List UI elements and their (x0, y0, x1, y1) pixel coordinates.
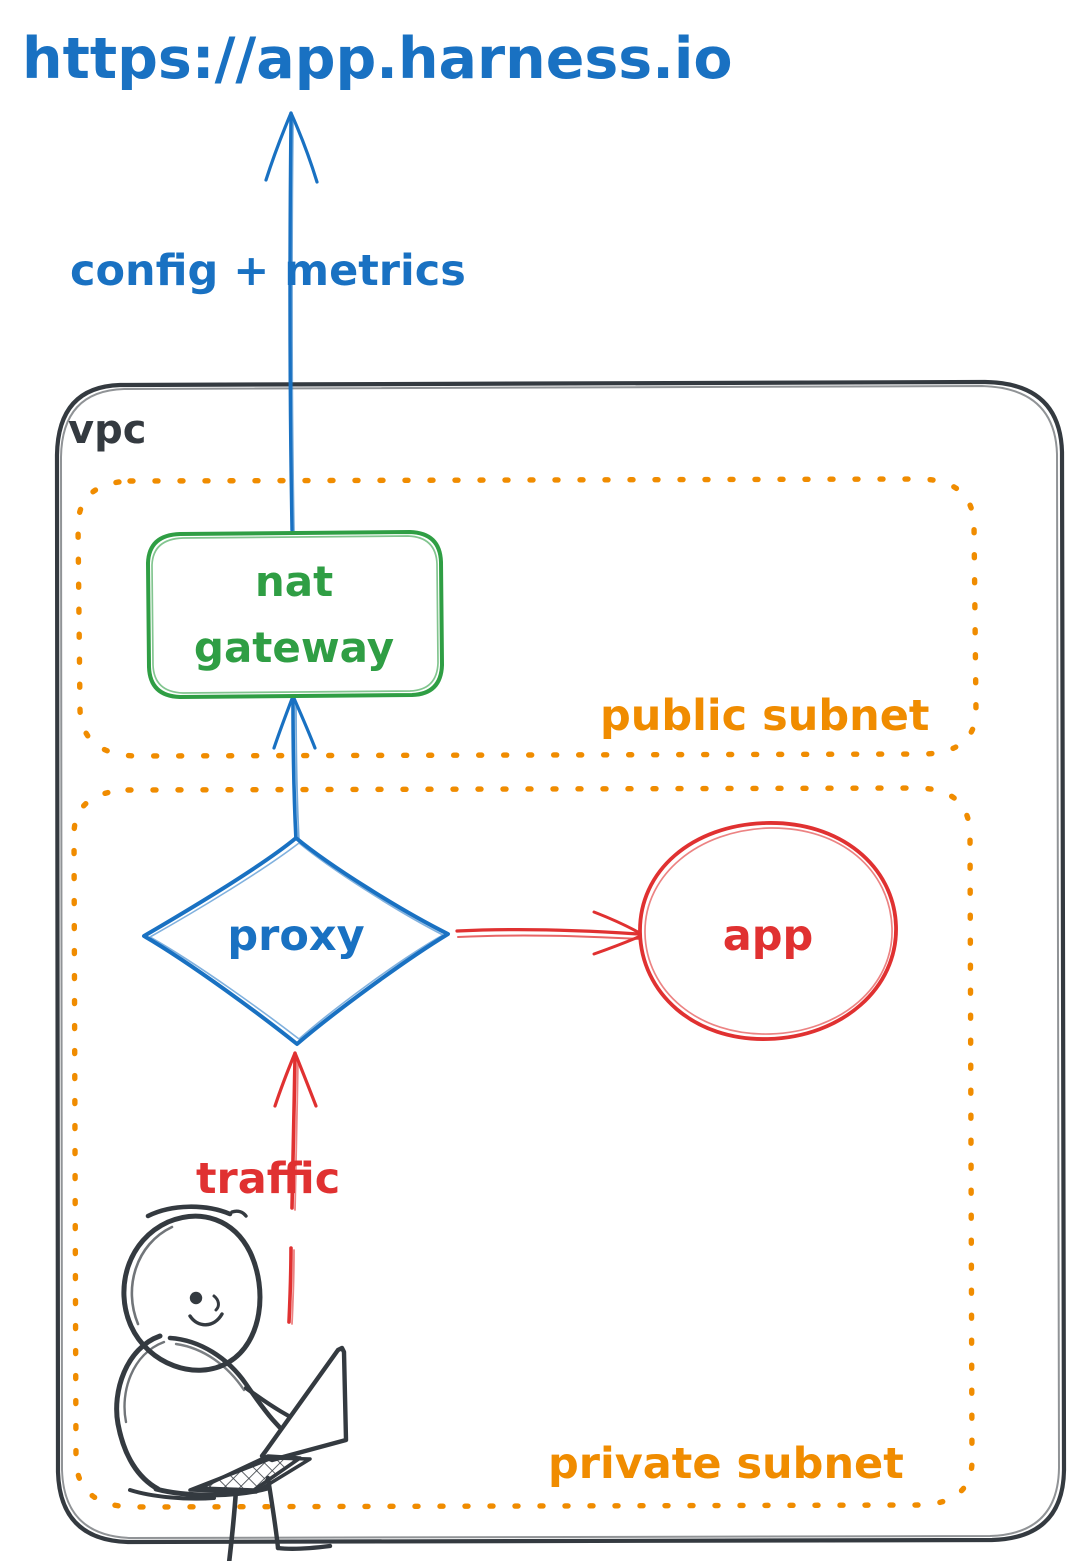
edge-user-to-proxy (273, 1051, 318, 1325)
public-subnet-container (75, 476, 979, 759)
public-subnet-label: public subnet (600, 691, 929, 741)
traffic-label: traffic (196, 1154, 340, 1204)
app-label: app (723, 911, 814, 961)
vpc-label: vpc (68, 407, 146, 453)
nat-gateway-label-line1: nat (255, 557, 333, 606)
private-subnet-label: private subnet (548, 1439, 904, 1489)
vpc-container (54, 379, 1067, 1545)
node-proxy[interactable] (142, 836, 450, 1046)
edge-nat-to-internet (264, 111, 319, 535)
config-metrics-label: config + metrics (70, 246, 466, 296)
edge-proxy-to-nat (272, 694, 317, 843)
proxy-label: proxy (227, 911, 364, 961)
nat-gateway-label-line2: gateway (194, 623, 394, 672)
edge-proxy-to-app (455, 910, 645, 956)
endpoint-url-label: https://app.harness.io (22, 26, 733, 92)
node-nat-gateway[interactable] (146, 530, 444, 699)
node-app[interactable] (638, 821, 898, 1041)
user-with-laptop-illustration (114, 1204, 349, 1561)
